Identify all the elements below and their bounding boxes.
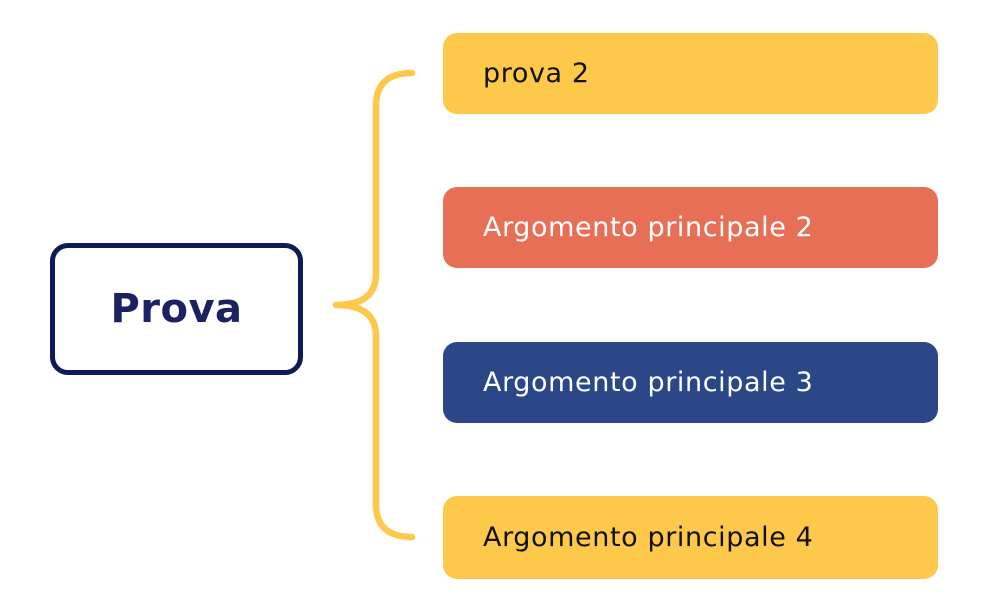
branch-node-1[interactable]: prova 2 — [443, 33, 938, 114]
branch-node-4[interactable]: Argomento principale 4 — [443, 496, 938, 579]
branch-node-1-label: prova 2 — [483, 58, 590, 89]
branch-node-3[interactable]: Argomento principale 3 — [443, 342, 938, 423]
branch-node-4-label: Argomento principale 4 — [483, 522, 814, 553]
branch-node-2-label: Argomento principale 2 — [483, 212, 814, 243]
branch-node-2[interactable]: Argomento principale 2 — [443, 187, 938, 268]
branch-node-3-label: Argomento principale 3 — [483, 367, 814, 398]
root-node-label: Prova — [110, 286, 243, 332]
root-node[interactable]: Prova — [50, 243, 303, 375]
brace-connector-path — [332, 69, 416, 541]
